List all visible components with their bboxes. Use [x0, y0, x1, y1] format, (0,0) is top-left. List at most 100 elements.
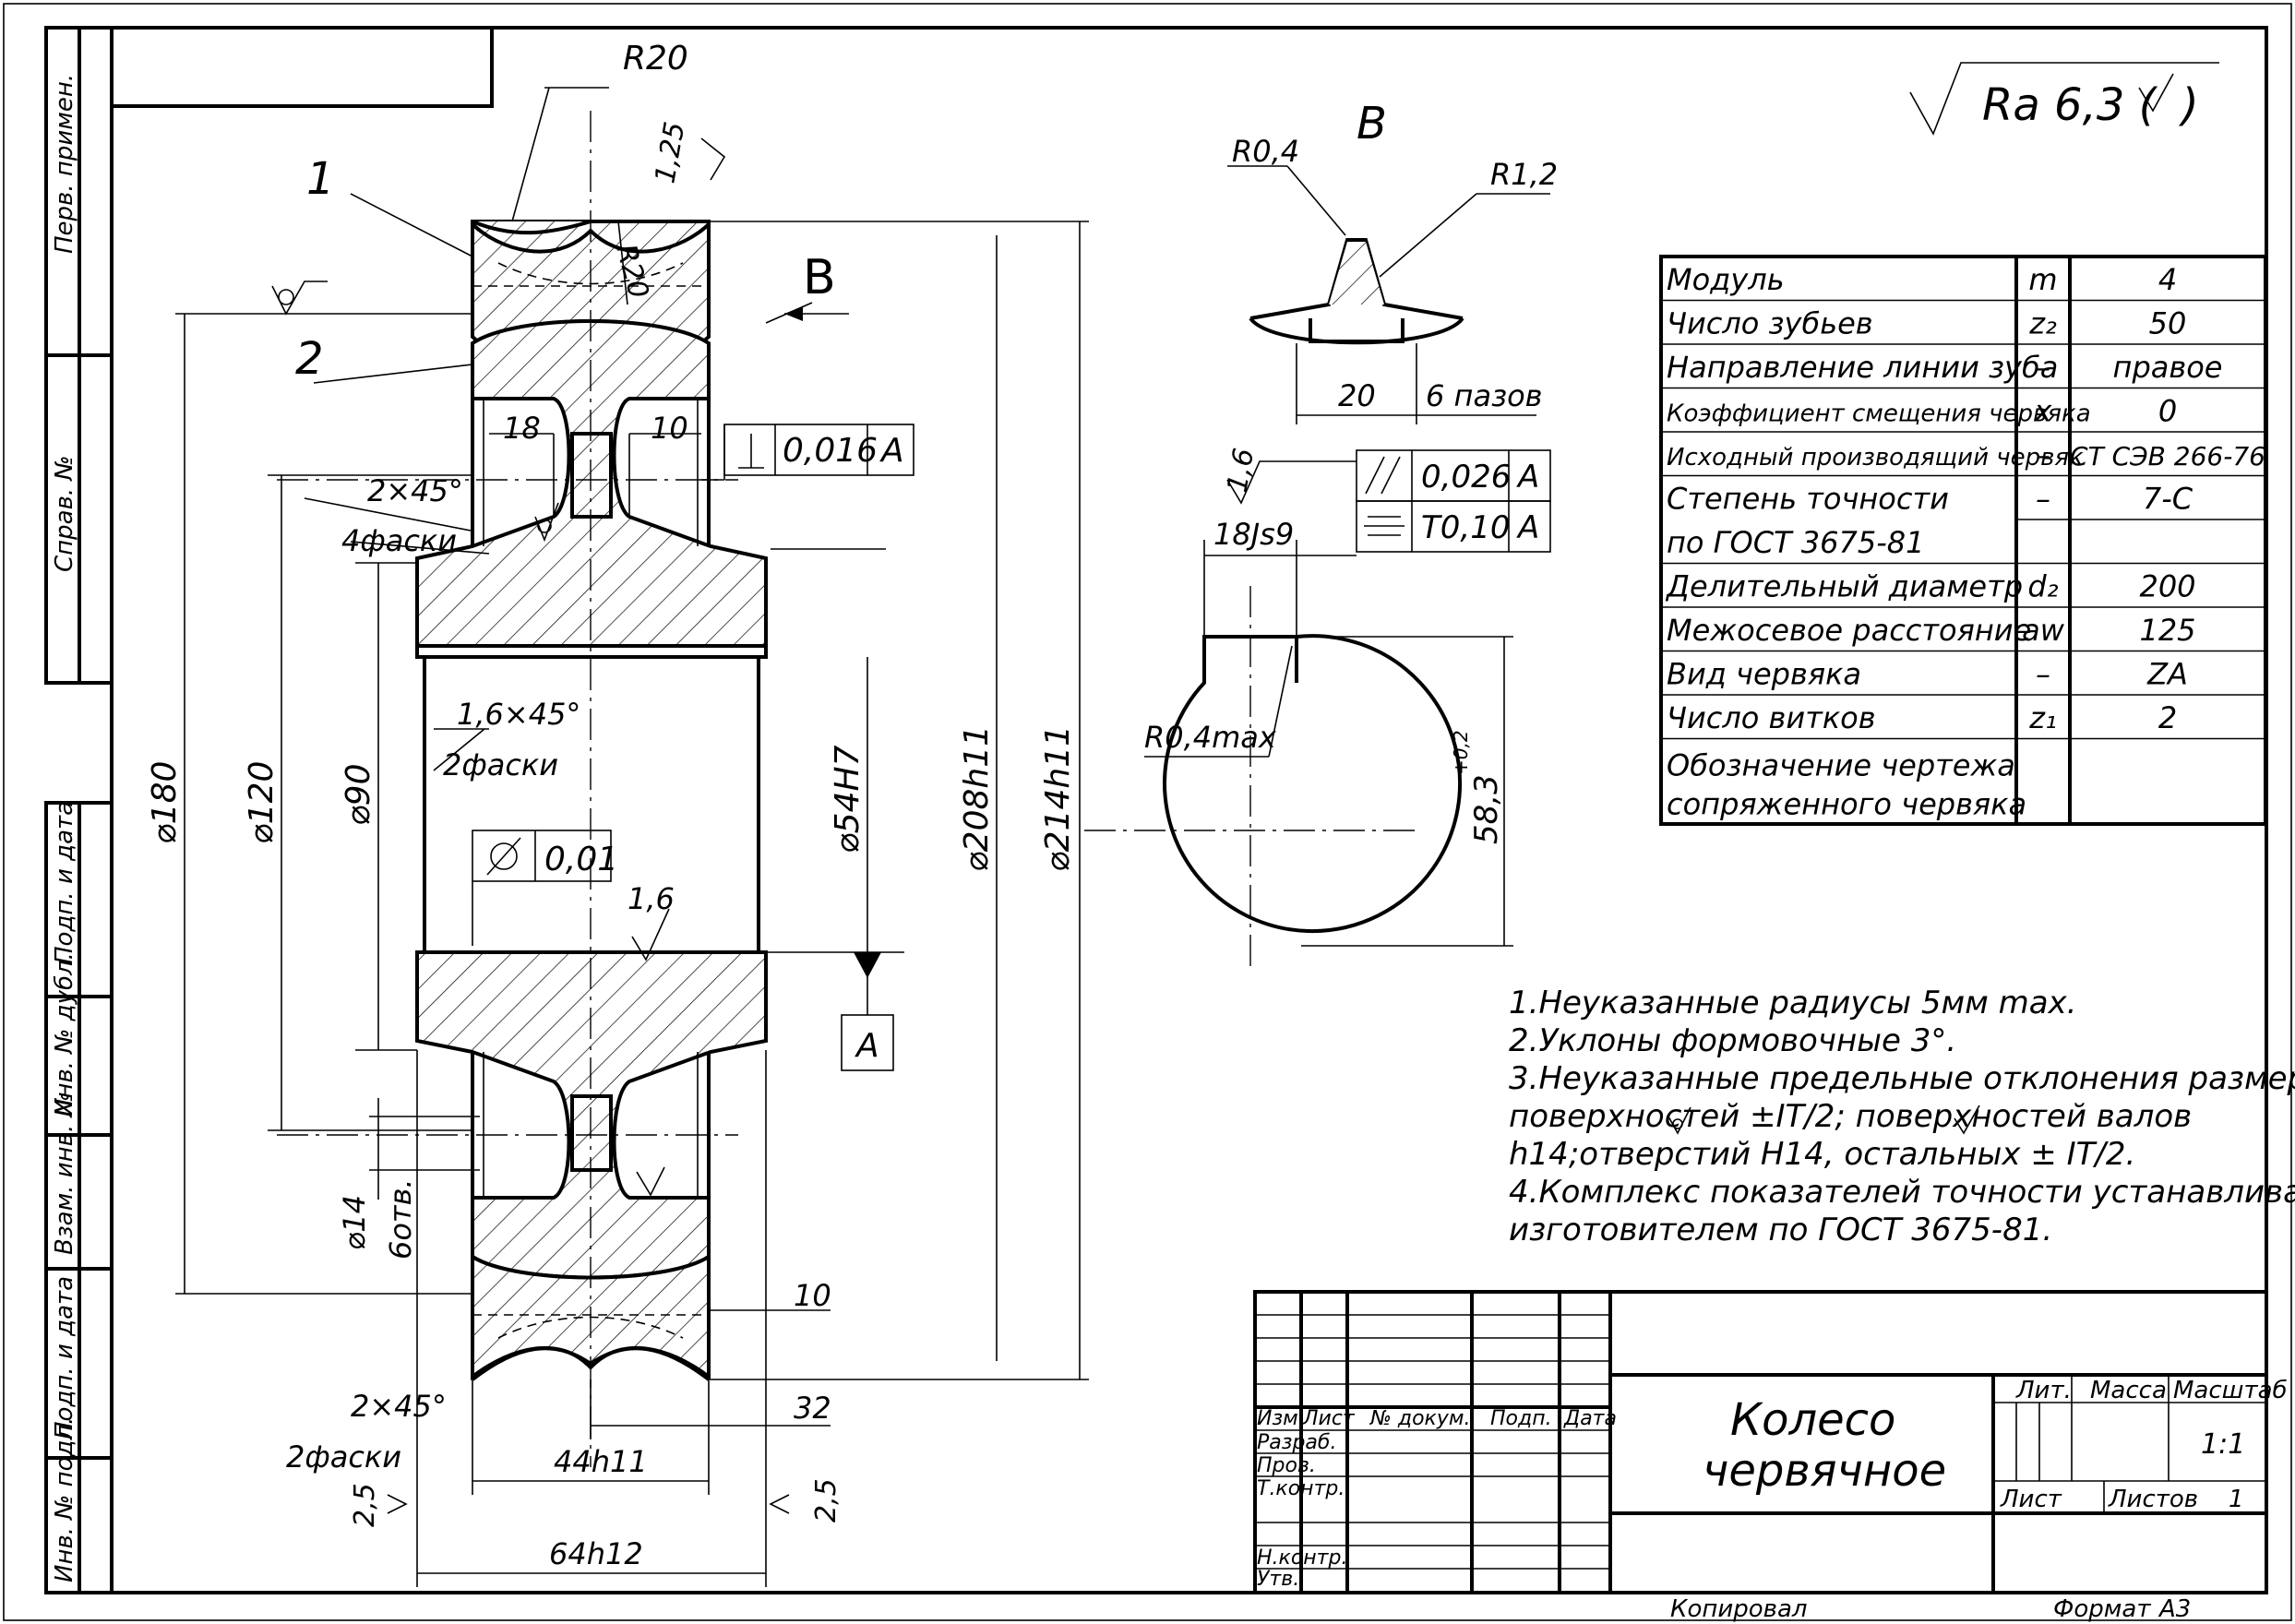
table-param-value: 0	[2158, 394, 2177, 429]
stamp-sprav-no: Справ. №	[51, 456, 78, 572]
table-param-symbol: aw	[2022, 613, 2065, 648]
dim-10-top-label: 10	[651, 411, 688, 446]
stamp-perv-primen: Перв. примен.	[51, 74, 78, 254]
keyway-label: 18Js9	[1213, 517, 1294, 552]
svg-text:Лист: Лист	[2000, 1486, 2062, 1513]
d54-label: ⌀54H7	[829, 745, 867, 854]
svg-text:0,016: 0,016	[783, 432, 878, 470]
table-param-name: Исходный производящий червяк	[1667, 444, 2084, 472]
note-line: h14;отверстий H14, остальных ± IT/2.	[1509, 1136, 2135, 1173]
roughness-mark-circle-icon	[1672, 1118, 1683, 1129]
table-last-row-text: сопряженного червяка	[1667, 787, 2026, 822]
table-param-name: Делительный диаметр	[1665, 569, 2023, 604]
rough-16-label: 1,6	[628, 881, 675, 916]
table-param-name: Межосевое расстояние	[1667, 613, 2031, 648]
depth-tol-label: +0,2	[1450, 730, 1472, 775]
dim-32-label: 32	[794, 1391, 831, 1426]
table-param-symbol: x	[2034, 394, 2053, 429]
table-param-value: 4	[2158, 262, 2177, 297]
web-hole-top	[570, 432, 613, 519]
d14-label: ⌀14	[337, 1195, 372, 1250]
table-param-value: 200	[2139, 569, 2195, 604]
part-name-line2: червячное	[1703, 1445, 1946, 1497]
table-param-symbol: m	[2028, 262, 2057, 297]
stamp-inv-podl: Инв. № подл.	[51, 1417, 78, 1582]
upper-left-stamp	[112, 26, 494, 108]
hub-circle	[1163, 634, 1462, 934]
wheel-section-view: 0,016 A 0,01 A R20 R20	[146, 40, 1089, 1587]
technical-notes: 1.Неуказанные радиусы 5мм max.2.Уклоны ф…	[1509, 985, 2295, 1248]
table-param-symbol: z₁	[2028, 700, 2057, 735]
perpendicularity-frame: 0,016 A	[723, 424, 914, 476]
roughness-mark-icon	[1667, 1106, 1691, 1135]
dim-10-bottom-label: 10	[794, 1278, 831, 1313]
r20-top-label: R20	[623, 40, 688, 78]
datum-a: A	[841, 952, 894, 1071]
leader-2-label: 2	[295, 333, 324, 385]
dim-18-label: 18	[503, 411, 541, 446]
svg-text:1: 1	[2229, 1486, 2244, 1513]
svg-text:0,01: 0,01	[544, 841, 618, 878]
stamp-inv-dubl: Инв. № дубл.	[51, 952, 78, 1116]
svg-text:): )	[2179, 79, 2199, 131]
svg-text:Подп.: Подп.	[1490, 1407, 1552, 1430]
svg-text:Пров.: Пров.	[1257, 1454, 1316, 1477]
svg-text:Листов: Листов	[2108, 1486, 2198, 1513]
svg-text:Разраб.: Разраб.	[1257, 1431, 1336, 1454]
left-side-stamp: Перв. примен. Справ. № Подп. и дата Инв.…	[44, 26, 114, 1594]
bottom-web-section	[415, 950, 768, 1280]
chamfer-2faski-mid-label: 2фаски	[443, 747, 558, 782]
svg-text:1:1: 1:1	[2201, 1428, 2245, 1461]
table-param-value: ZA	[2146, 657, 2188, 692]
table-param-name: Число зубьев	[1667, 306, 1873, 341]
depth-label: 58,3	[1468, 774, 1505, 844]
note-line: поверхностей ±IT/2; поверхностей валов	[1509, 1098, 2192, 1135]
table-param-name: Степень точности	[1667, 482, 1949, 517]
parallel-frame: 0,026 A	[1356, 449, 1551, 502]
svg-text:Н.контр.: Н.контр.	[1257, 1546, 1347, 1570]
chamfer-2faski-bottom-label: 2фаски	[286, 1439, 401, 1475]
rough-25-right-label: 2,5	[810, 1478, 843, 1522]
svg-text:A: A	[879, 432, 904, 470]
note-line: 2.Уклоны формовочные 3°.	[1509, 1022, 1956, 1059]
svg-text:0,026: 0,026	[1421, 459, 1511, 496]
table-param-symbol: –	[2036, 437, 2050, 472]
note-line: 4.Комплекс показателей точности устанавл…	[1509, 1174, 2295, 1211]
dim-20-label: 20	[1338, 378, 1376, 413]
outer-frame	[3, 3, 2292, 1621]
title-block: Изм. Лист № докум. Подп. Дата Разраб. Пр…	[1253, 1290, 2288, 1623]
stamp-vzam-inv: Взам. инв. №	[51, 1092, 78, 1255]
svg-text:Лит.: Лит.	[2015, 1377, 2072, 1404]
table-param-value: СТ СЭВ 266-76	[2070, 441, 2265, 472]
roughness-mark-icon	[1954, 1105, 1980, 1135]
table-last-row-text: Обозначение чертежа	[1667, 748, 2015, 783]
svg-text:Лист: Лист	[1302, 1407, 1356, 1430]
chamfer-4faski-label: 4фаски	[341, 523, 457, 558]
svg-text:Утв.: Утв.	[1257, 1568, 1299, 1591]
rough-25-left-label: 2,5	[349, 1483, 381, 1527]
part-name-line1: Колесо	[1730, 1394, 1895, 1446]
view-b-arrow-label: B	[803, 250, 836, 305]
svg-text:A: A	[1516, 459, 1539, 496]
d180-label: ⌀180	[146, 761, 184, 844]
r04-label: R0,4	[1232, 134, 1299, 169]
svg-text:Дата: Дата	[1563, 1407, 1617, 1430]
note-line: изготовителем по ГОСТ 3675-81.	[1509, 1212, 2052, 1248]
svg-text:Ra 6,3 (: Ra 6,3 (	[1982, 79, 2158, 131]
view-b-detail: B R0,4 R1,2 20 6 пазов	[1227, 98, 1558, 424]
general-roughness: Ra 6,3 ( )	[1909, 62, 2219, 136]
svg-text:Изм.: Изм.	[1257, 1407, 1305, 1430]
table-param-value: правое	[2113, 350, 2223, 385]
svg-text:Формат: Формат	[2053, 1595, 2151, 1623]
table-param-name: Модуль	[1667, 262, 1785, 297]
table-param-name: Направление линии зуба	[1667, 350, 2058, 385]
svg-text:Т.контр.: Т.контр.	[1257, 1477, 1345, 1500]
svg-text:№ докум.: № докум.	[1369, 1407, 1470, 1430]
r12-label: R1,2	[1490, 157, 1558, 192]
svg-text:T0,10: T0,10	[1421, 509, 1510, 546]
note-line: 3.Неуказанные предельные отклонения разм…	[1509, 1060, 2295, 1097]
runout-frame: 0,01	[472, 830, 618, 946]
svg-text:A: A	[1516, 509, 1539, 546]
